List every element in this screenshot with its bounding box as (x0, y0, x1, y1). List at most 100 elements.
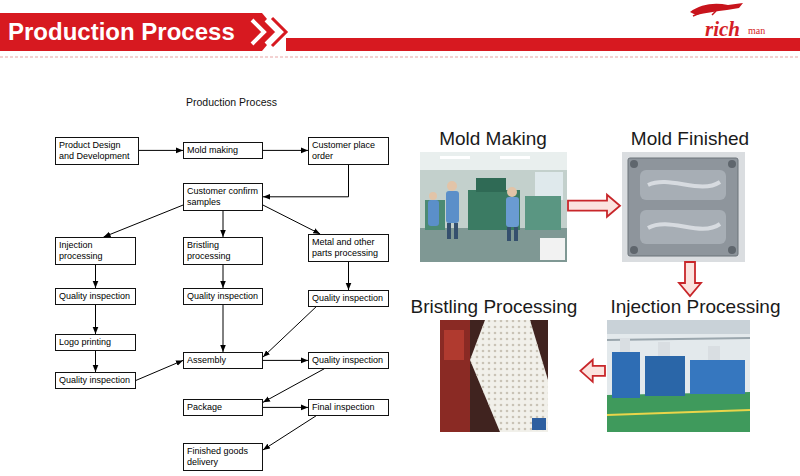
step-text: Logo printing (59, 337, 132, 348)
mold-making-photo-part (514, 227, 518, 241)
flow-arrow (263, 369, 324, 403)
step-text: Metal and other parts processing (312, 237, 385, 259)
flow-arrow (263, 360, 308, 361)
mold-finished-photo-part (622, 152, 745, 262)
flow-arrow (95, 265, 96, 288)
bristling-photo-part (440, 320, 470, 432)
mold-making-photo-part (420, 228, 567, 262)
flow-arrow (263, 150, 308, 151)
page-title: Production Process (8, 17, 235, 47)
mold-making-photo-part (447, 223, 451, 239)
process-box: Bristling processing (183, 237, 263, 265)
process-box: Quality inspection (308, 352, 389, 369)
mold-finished-photo-part (628, 158, 738, 256)
photo-heading: Mold Finished (631, 128, 749, 150)
injection-photo-part (658, 342, 670, 356)
process-box: Metal and other parts processing (308, 234, 389, 262)
flow-arrow (223, 211, 224, 237)
injection-photo-part (620, 338, 630, 352)
injection-photo-part (607, 320, 750, 334)
process-box: Package (183, 399, 263, 416)
block-arrow (580, 360, 605, 382)
step-text: Product Design and Development (59, 140, 135, 162)
process-box: Finished goods delivery (183, 443, 263, 471)
header-band (0, 13, 800, 57)
injection-photo-part (645, 356, 685, 396)
photo-panel: Injection Processing (605, 296, 786, 432)
photo-panel: Mold Making (418, 128, 568, 262)
flow-arrow (223, 305, 224, 352)
process-box: Final inspection (308, 399, 389, 416)
block-arrow (568, 195, 620, 217)
flow-arrow (139, 150, 183, 151)
bristling-photo-part (470, 320, 548, 432)
mold-making-photo-part (535, 172, 563, 200)
step-text: Finished goods delivery (187, 446, 259, 468)
mold-making-photo-part (447, 181, 457, 191)
step-text: Final inspection (312, 402, 385, 413)
step-text: Quality inspection (59, 291, 132, 302)
step-text: Quality inspection (187, 291, 259, 302)
mold-finished-photo-part (630, 160, 638, 168)
injection-photo-part (607, 320, 750, 432)
mold-finished-photo-part (640, 210, 726, 244)
mold-finished-photo-part (728, 160, 736, 168)
process-box: Quality inspection (308, 290, 389, 307)
process-box: Quality inspection (55, 372, 136, 389)
logo-leopard (690, 3, 743, 16)
photo-heading: Injection Processing (610, 296, 780, 318)
mold-making-photo-part (525, 196, 561, 230)
flow-arrow (136, 360, 183, 380)
process-box: Quality inspection (183, 288, 263, 305)
flow-arrow (104, 205, 183, 237)
step-text: Assembly (187, 355, 259, 366)
mold-making-photo-part (507, 227, 511, 241)
header-band-part (252, 20, 264, 44)
mold-finished-photo-part (640, 170, 726, 200)
photo-heading: Bristling Processing (411, 296, 578, 318)
flow-arrow (95, 351, 96, 372)
flow-arrow (263, 416, 316, 450)
mold-making-photo-part (454, 223, 458, 239)
flow-arrow (263, 307, 316, 357)
logo-text: man (748, 25, 765, 37)
injection-photo-part (690, 360, 745, 394)
flow-arrow (348, 262, 349, 290)
header-band-part (0, 57, 800, 58)
mold-making-photo-part (507, 187, 517, 197)
process-box: Logo printing (55, 334, 136, 351)
step-text: Bristling processing (187, 240, 259, 262)
flow-arrow (263, 165, 349, 197)
mold-making-photo-part (429, 192, 437, 200)
mold-making-photo-part (446, 191, 459, 223)
flow-arrow (263, 407, 308, 408)
mold-finished-photo-part (648, 224, 720, 229)
mold-making-photo-part (506, 197, 519, 227)
bristling-photo (440, 320, 548, 432)
flow-arrow (95, 305, 96, 334)
mold-finished-photo-part (630, 246, 638, 254)
logo-text: rich (705, 17, 740, 41)
step-text: Customer place order (312, 140, 385, 162)
bristling-photo-part (444, 330, 464, 360)
process-box: Quality inspection (55, 288, 136, 305)
header-band-part (272, 18, 286, 46)
mold-finished-photo-part (728, 246, 736, 254)
bristling-photo-part (470, 320, 548, 432)
mold-making-photo-part (428, 200, 439, 226)
step-text: Mold making (187, 145, 259, 156)
mold-making-photo-part (500, 156, 530, 159)
bristling-photo-part (532, 418, 546, 430)
process-box: Customer confirm samples (183, 183, 263, 211)
header-band-part (0, 13, 246, 51)
block-arrow (679, 262, 701, 296)
injection-photo-part (612, 352, 640, 398)
mold-making-photo-part (420, 152, 567, 262)
injection-photo-part (708, 346, 720, 360)
process-box: Assembly (183, 352, 263, 369)
process-box: Customer place order (308, 137, 389, 165)
injection-photo (607, 320, 750, 432)
mold-making-photo-part (540, 238, 565, 260)
photo-panel: Mold Finished (620, 128, 760, 262)
mold-making-photo-part (420, 152, 567, 170)
